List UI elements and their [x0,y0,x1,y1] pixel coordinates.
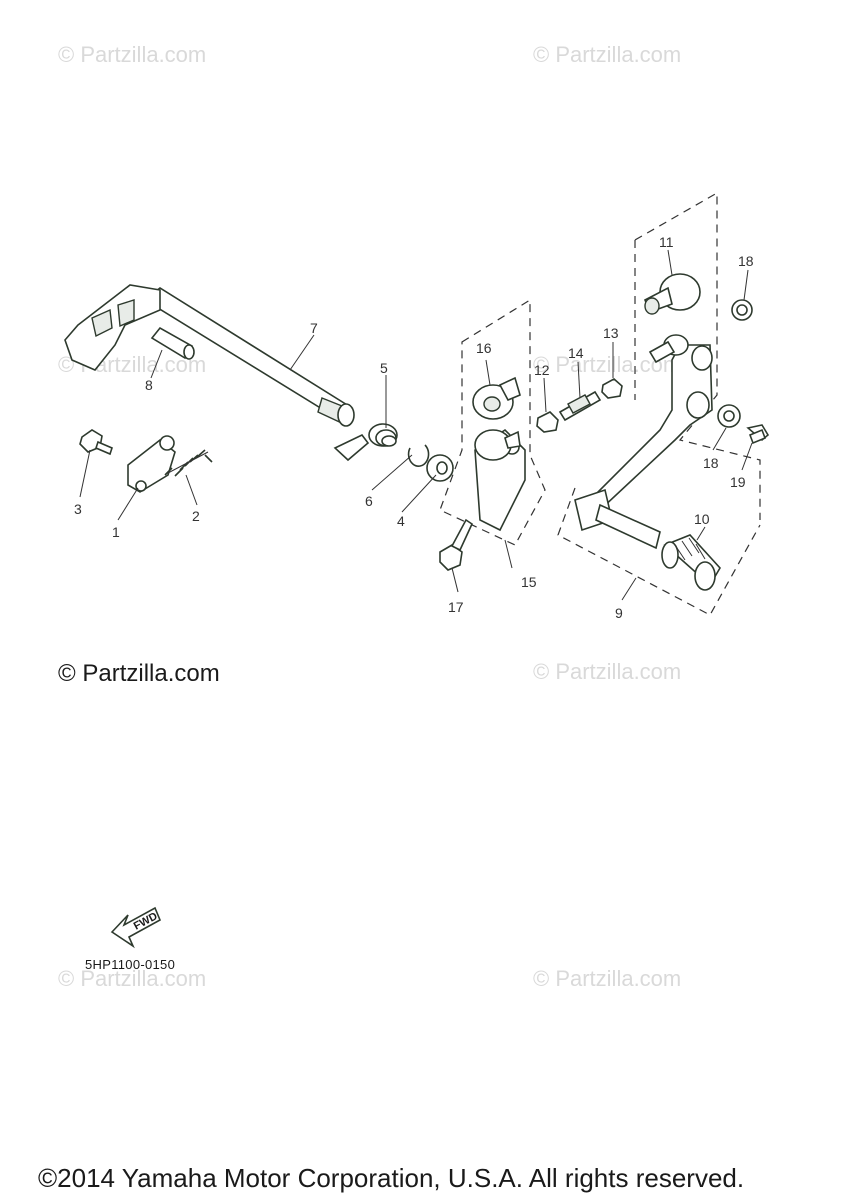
callout-16: 16 [476,340,492,356]
callout-10: 10 [694,511,710,527]
fwd-label: FWD [132,910,160,932]
part-8-pin [150,326,195,360]
assembly-outline-9-lower [557,487,761,616]
callout-3: 3 [74,501,82,517]
assembly-outline-15 [439,298,546,546]
callout-4: 4 [397,513,405,529]
part-2-spring [164,449,213,477]
part-19-bolt [746,424,770,445]
part-7-shift-shaft [143,287,355,427]
watermark-top-left: © Partzilla.com [58,42,207,67]
diagram-code: 5HP1100-0150 [85,957,176,972]
part-1-stopper-lever [127,435,176,493]
part-11-ball-joint [643,273,701,315]
part-4-washer [426,454,454,482]
part-16-ball-joint [472,376,521,420]
watermark-bottom-left: © Partzilla.com [58,966,207,991]
callout-18-lower: 18 [703,455,719,471]
callout-14: 14 [568,345,584,361]
fwd-arrow-icon: FWD [110,906,162,949]
callout-15: 15 [521,574,537,590]
watermark-lower-right: © Partzilla.com [533,659,682,684]
callout-12: 12 [534,362,550,378]
part-17-bolt [439,518,474,571]
watermark-strong: © Partzilla.com [58,660,220,687]
part-6-circlip [407,444,430,467]
callout-9: 9 [615,605,623,621]
part-13-nut [601,378,623,399]
part-9-shift-pedal [574,334,713,550]
callout-19: 19 [730,474,746,490]
callout-11: 11 [659,234,674,250]
callout-1: 1 [112,524,120,540]
part-7-shift-arm [64,284,161,371]
part-18-washer-lower [717,404,741,428]
copyright-notice: ©2014 Yamaha Motor Corporation, U.S.A. A… [38,1163,745,1193]
callout-17: 17 [448,599,464,615]
callout-5: 5 [380,360,388,376]
callout-6: 6 [365,493,373,509]
callout-7: 7 [310,320,318,336]
callout-2: 2 [192,508,200,524]
watermark-top-right: © Partzilla.com [533,42,682,67]
callout-leaders [79,249,753,601]
callout-8: 8 [145,377,153,393]
part-12-nut [536,411,559,433]
part-5-torsion-spring [333,423,398,462]
part-15-shift-arm-assembly [474,428,526,532]
part-18-washer-upper [731,299,753,321]
callout-13: 13 [603,325,619,341]
callout-18-upper: 18 [738,253,754,269]
watermark-bottom-right: © Partzilla.com [533,966,682,991]
part-3-bolt [79,429,113,456]
part-10-pedal-rubber [661,534,721,591]
part-14-adjuster-rod [558,390,602,422]
